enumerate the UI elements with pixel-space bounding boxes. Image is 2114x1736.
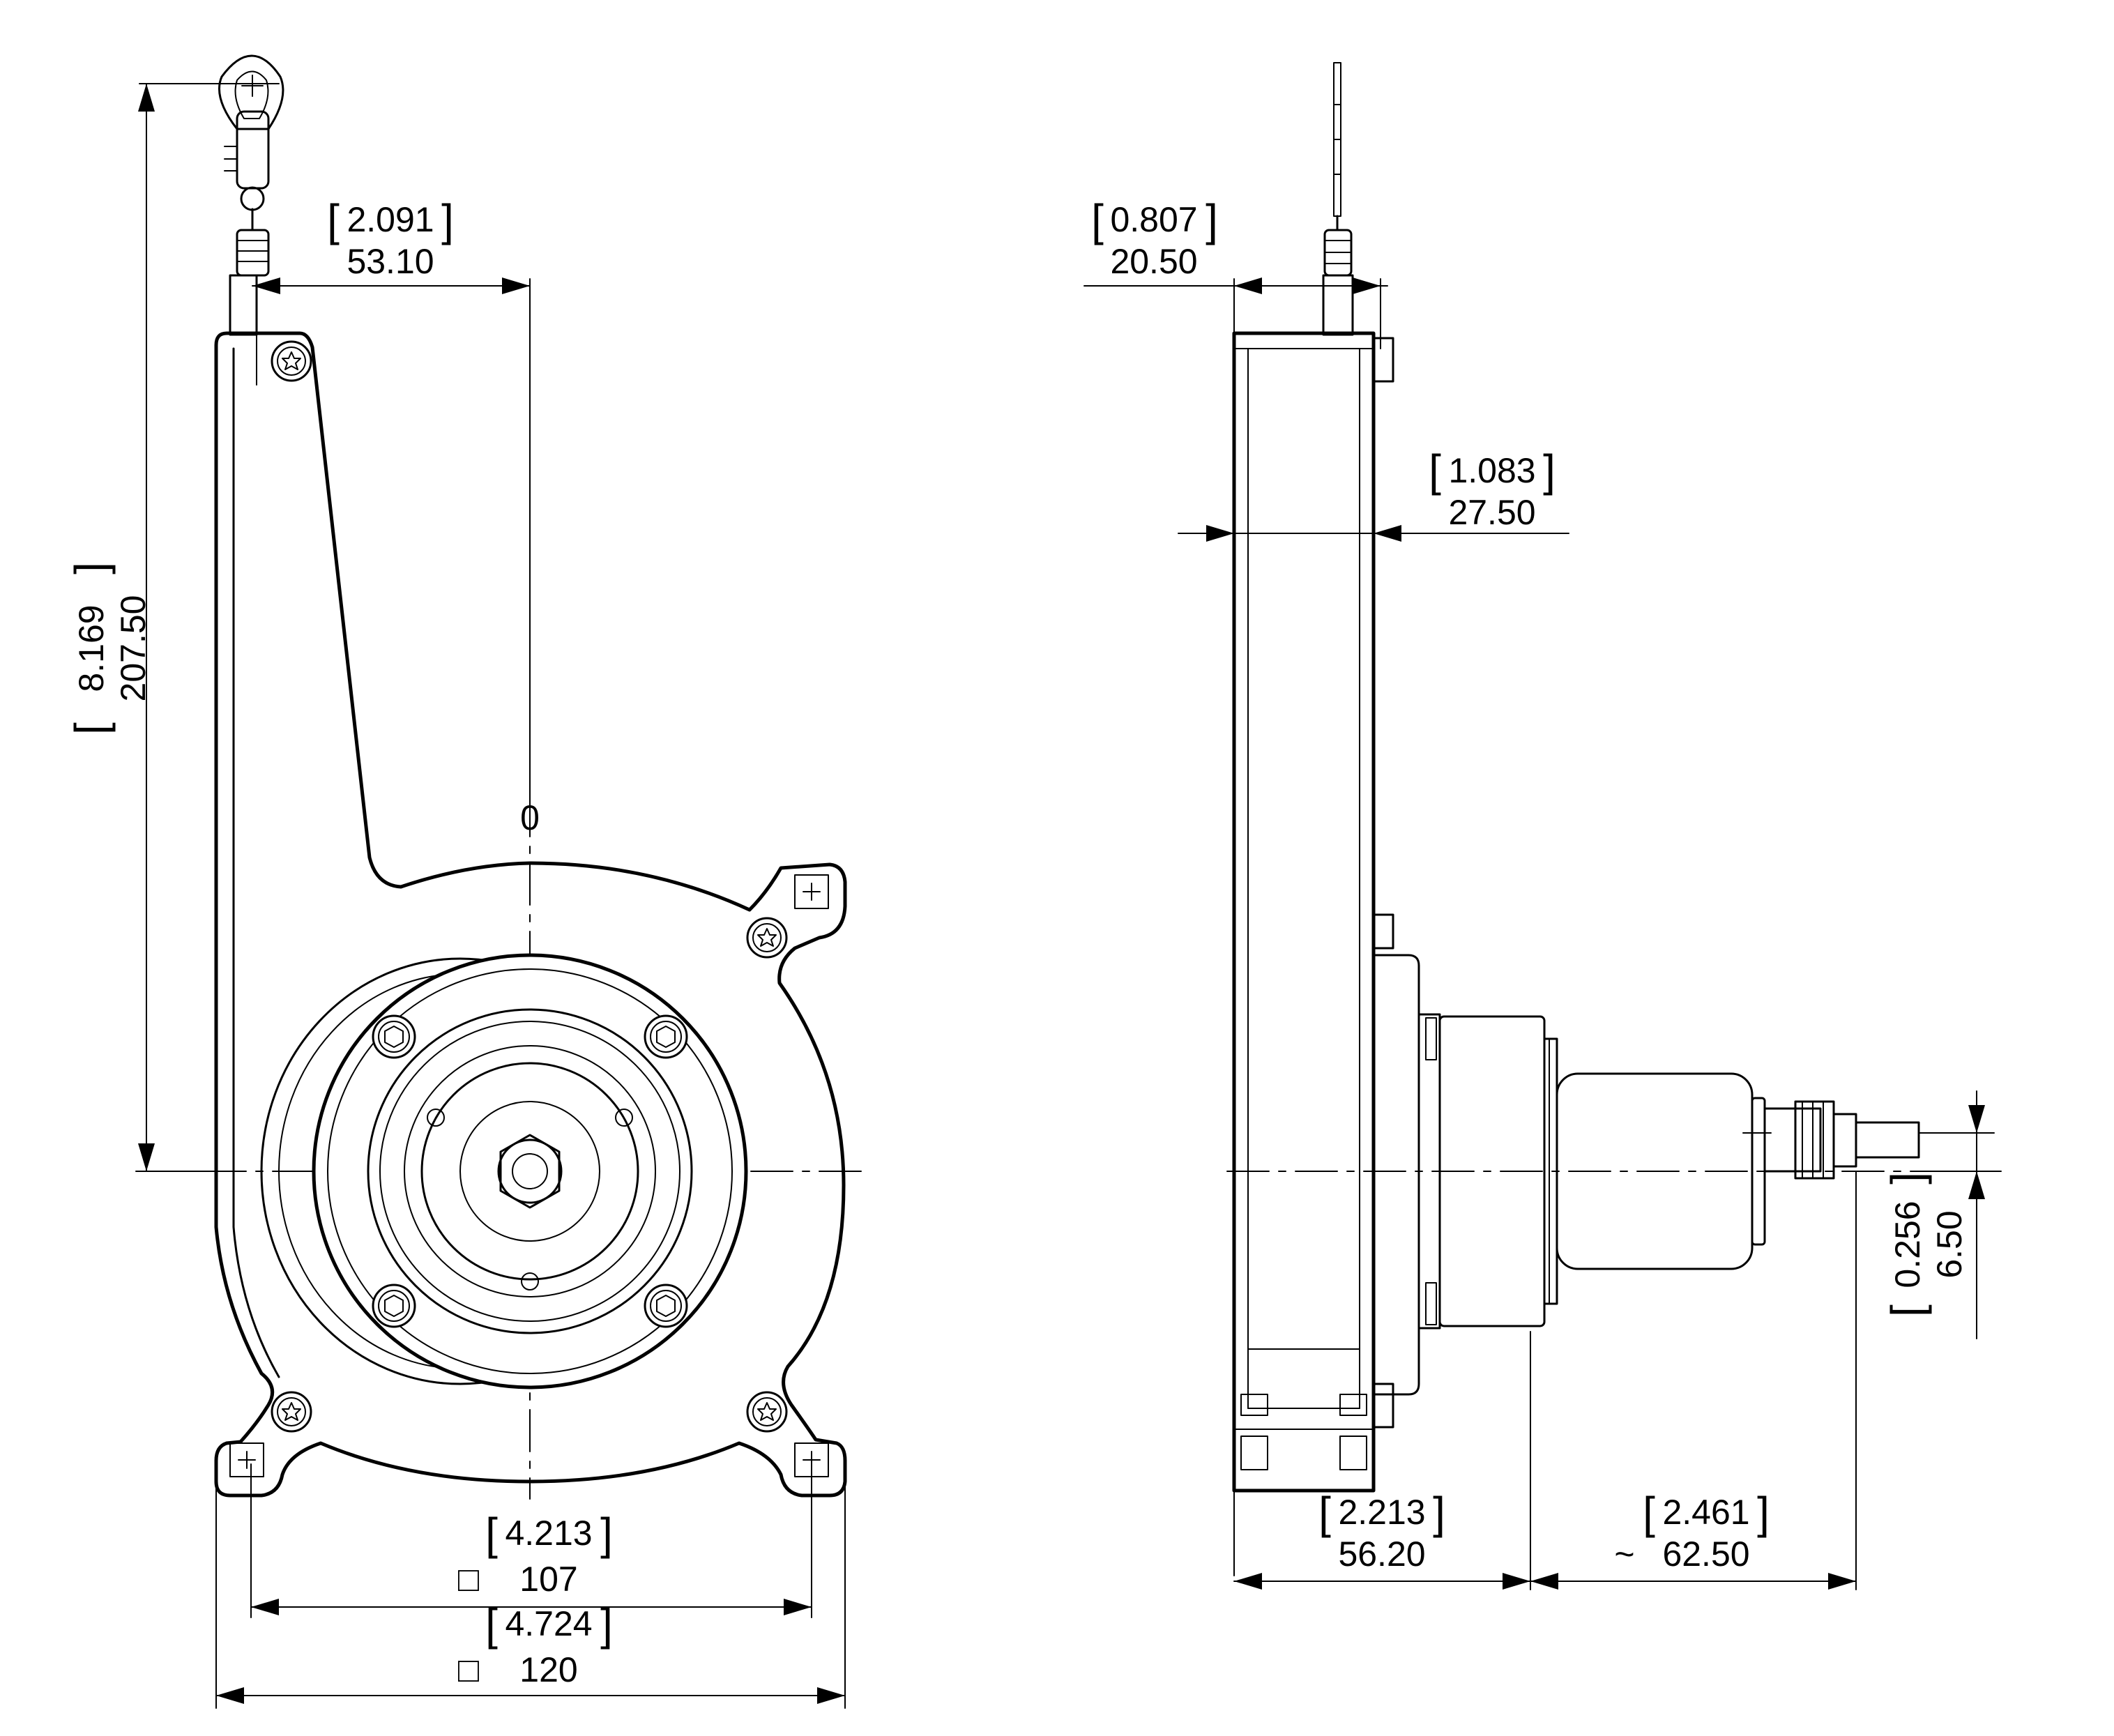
side-cable [1322,62,1354,336]
dim-connector-offset-inch: 0.256 [1888,1201,1927,1288]
drum-bolt-icon [644,1284,688,1328]
housing-inner-edge [232,347,280,1378]
svg-text:]: ] [441,195,454,245]
housing-screw-icon [271,1391,312,1433]
svg-text:]: ] [1882,1172,1932,1185]
dim-housing-depth-mm: 27.50 [1448,493,1535,532]
housing-screw-icon [746,917,788,959]
dim-mounting-inch: 4.213 [505,1514,592,1553]
dim-height-mm: 207.50 [114,595,153,702]
svg-text:]: ] [600,1509,613,1559]
svg-text:[: [ [485,1599,498,1650]
drum-assembly [260,953,748,1389]
dim-cable-offset-mm: 53.10 [347,242,434,281]
svg-text:]: ] [1206,195,1218,245]
svg-text:[: [ [1429,446,1441,496]
drum-bolt-icon [372,1284,416,1328]
dim-side-cable-offset-mm: 20.50 [1110,242,1197,281]
svg-text:]: ] [1543,446,1556,496]
housing-screw-icon [271,340,312,382]
housing-screw-icon [746,1391,788,1433]
dim-encoder-length-inch: 2.461 [1662,1493,1749,1532]
dim-cable-offset-inch: 2.091 [347,200,434,239]
housing-outline [214,331,847,1498]
cable-hook [218,54,284,336]
square-symbol: □ [458,1650,480,1689]
drum-bolt-icon [644,1014,688,1059]
zero-label: 0 [520,798,540,837]
dim-housing-depth-inch: 1.083 [1448,451,1535,490]
svg-text:]: ] [600,1599,613,1650]
drum-bolt-icon [372,1014,416,1059]
svg-text:[: [ [66,722,116,735]
dim-overall-inch: 4.724 [505,1604,592,1643]
dim-body-depth-inch: 2.213 [1338,1493,1425,1532]
svg-text:]: ] [1757,1488,1770,1538]
side-view: [ 0.807 ] 20.50 [ 1.083 ] 27.50 [ 2.213 … [1083,62,2002,1590]
dim-mounting-mm: 107 [519,1560,577,1599]
mounting-hole-icon [794,874,829,909]
square-symbol: □ [458,1560,480,1599]
side-housing [1232,331,1376,1493]
svg-text:[: [ [1882,1304,1932,1317]
mounting-hole-icon [229,1442,264,1477]
dim-height-inch: 8.169 [72,604,111,692]
svg-text:]: ] [66,562,116,574]
dim-body-depth-mm: 56.20 [1338,1535,1425,1574]
svg-text:]: ] [1433,1488,1445,1538]
dim-encoder-length-mm: 62.50 [1662,1535,1749,1574]
dim-connector-offset-mm: 6.50 [1930,1210,1969,1278]
svg-text:[: [ [327,195,340,245]
approx-symbol: ~ [1614,1535,1634,1574]
svg-text:[: [ [1643,1488,1655,1538]
svg-text:[: [ [1318,1488,1331,1538]
dim-side-cable-offset-inch: 0.807 [1110,200,1197,239]
front-view: [ 8.169 ] 207.50 [ 2.091 ] 53.10 0 [ 4.2… [66,54,865,1709]
dim-overall-mm: 120 [519,1650,577,1689]
svg-text:[: [ [1091,195,1104,245]
svg-text:[: [ [485,1509,498,1559]
encoder [1372,954,1920,1396]
